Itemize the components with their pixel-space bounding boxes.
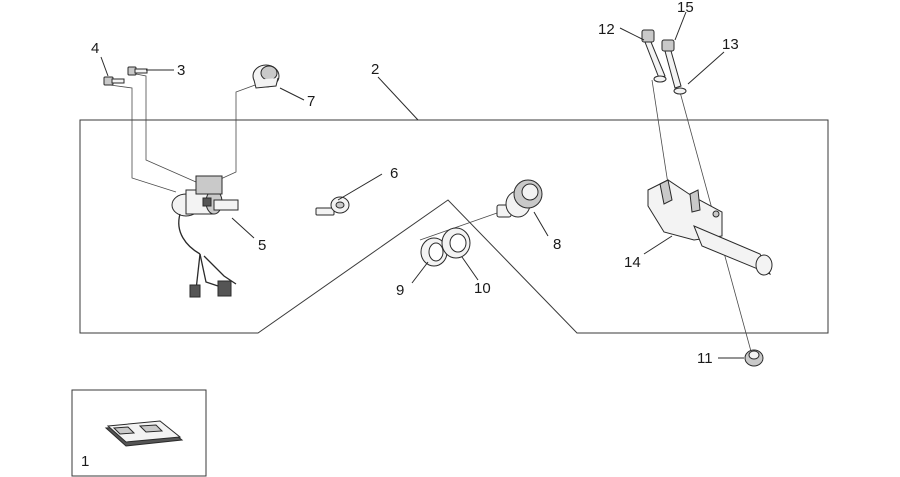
kit-outline-frame (79, 119, 829, 334)
bolt-part-12 (641, 29, 666, 79)
callout-12: 12 (598, 21, 615, 38)
callout-6: 6 (390, 165, 398, 182)
callout-5: 5 (258, 237, 266, 254)
manual-box (71, 389, 207, 477)
callout-7: 7 (307, 93, 315, 110)
callout-1: 1 (81, 453, 89, 470)
callout-8: 8 (553, 236, 561, 253)
callout-11: 11 (697, 350, 713, 367)
nut-part-11 (744, 349, 764, 367)
callout-2: 2 (371, 61, 379, 78)
washers-part-13 (653, 75, 687, 95)
bolt-part-15 (661, 39, 682, 89)
lock-cylinder-part-8 (496, 179, 543, 218)
leader-lines (100, 11, 744, 359)
screw-part-4 (103, 76, 125, 86)
callout-14: 14 (624, 254, 641, 271)
callout-15: 15 (677, 0, 694, 16)
washer-part-10 (441, 227, 471, 259)
cap-part-7 (252, 64, 280, 89)
callout-9: 9 (396, 282, 404, 299)
manual-part-1 (104, 420, 184, 447)
callout-labels: 1 2 3 4 5 6 7 8 9 10 11 12 13 14 15 (81, 0, 739, 470)
callout-4: 4 (91, 40, 99, 57)
key-part-6 (315, 196, 350, 216)
screw-part-3 (127, 66, 148, 76)
ring-part-9 (420, 237, 448, 267)
callout-13: 13 (722, 36, 739, 53)
callout-3: 3 (177, 62, 185, 79)
ignition-switch-part-5 (171, 175, 239, 298)
callout-10: 10 (474, 280, 491, 297)
bracket-part-14 (647, 179, 773, 276)
